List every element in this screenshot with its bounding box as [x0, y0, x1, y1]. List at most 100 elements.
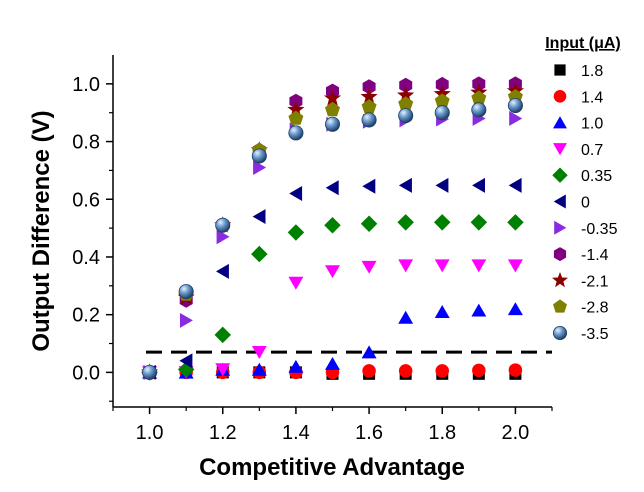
data-point — [179, 353, 193, 369]
data-point — [398, 310, 414, 324]
y-tick-label: 0.0 — [72, 362, 100, 384]
data-point — [216, 229, 230, 245]
x-tick-label: 1.8 — [428, 422, 456, 444]
data-point — [252, 209, 266, 224]
data-point — [215, 363, 231, 377]
data-point — [324, 217, 341, 234]
data-point — [325, 265, 340, 279]
data-point — [142, 364, 158, 380]
legend-title: Input (μA) — [545, 35, 621, 52]
x-ticks: 1.0 1.2 1.4 1.6 1.8 2.0 — [112, 407, 553, 444]
data-point — [360, 87, 378, 105]
data-point — [215, 217, 231, 233]
x-tick-label: 1.2 — [209, 422, 237, 444]
data-point — [398, 177, 412, 193]
legend-marker — [552, 272, 568, 288]
data-point — [324, 116, 341, 132]
data-point — [398, 108, 414, 124]
data-point — [288, 110, 304, 125]
data-point — [288, 125, 304, 141]
data-point — [507, 302, 523, 316]
legend-label: 0 — [581, 195, 590, 212]
data-point — [251, 245, 268, 263]
legend-marker — [553, 116, 567, 129]
legend-label: -0.35 — [581, 221, 618, 238]
legend-label: 0.35 — [581, 168, 612, 185]
data-point — [397, 86, 415, 103]
legend-label: 1.0 — [581, 116, 603, 133]
y-tick-label: 1.0 — [72, 74, 100, 96]
data-point — [434, 259, 450, 273]
data-point — [434, 305, 450, 318]
data-point — [288, 276, 304, 290]
legend-marker — [553, 299, 567, 313]
data-point — [509, 111, 523, 126]
data-point — [323, 89, 342, 106]
legend-label: -3.5 — [581, 326, 609, 343]
data-point — [471, 90, 487, 105]
legend-marker — [552, 167, 568, 183]
x-tick-label: 1.0 — [136, 422, 164, 444]
data-point — [508, 177, 522, 193]
legend: Input (μA) 1.81.41.00.70.350-0.35-1.4-2.… — [545, 35, 621, 343]
data-point — [362, 364, 376, 378]
data-points — [141, 76, 524, 381]
legend-marker — [553, 143, 567, 156]
legend-marker — [554, 64, 566, 76]
data-point — [361, 112, 377, 128]
data-point — [325, 357, 340, 370]
data-point — [507, 97, 523, 114]
data-point — [216, 263, 229, 279]
data-point — [361, 345, 377, 359]
data-point — [214, 326, 231, 344]
data-point — [398, 364, 413, 378]
legend-marker — [553, 90, 567, 103]
x-tick-label: 1.4 — [282, 422, 310, 444]
data-point — [434, 214, 451, 231]
data-point — [398, 259, 414, 273]
data-point — [434, 105, 450, 121]
data-point — [325, 101, 340, 117]
data-point — [433, 85, 451, 102]
x-tick-label: 2.0 — [502, 422, 530, 444]
data-point — [472, 177, 485, 193]
data-point — [361, 99, 377, 114]
legend-label: -2.8 — [581, 300, 609, 317]
legend-marker — [554, 220, 567, 235]
legend-marker — [552, 325, 568, 341]
data-point — [178, 284, 194, 300]
data-point — [287, 100, 305, 118]
data-point — [399, 77, 413, 93]
y-tick-label: 0.8 — [72, 132, 100, 154]
data-point — [508, 363, 523, 377]
data-point — [362, 79, 376, 95]
y-axis-label: Output Difference (V) — [28, 110, 55, 351]
y-tick-label: 0.6 — [72, 189, 100, 211]
data-point — [253, 160, 267, 175]
data-point — [470, 214, 488, 231]
data-point — [435, 76, 449, 92]
data-point — [472, 363, 486, 378]
data-point — [362, 178, 376, 194]
data-point — [398, 96, 414, 111]
data-point — [288, 359, 304, 373]
data-point — [471, 303, 487, 317]
data-point — [251, 346, 267, 359]
data-point — [471, 259, 487, 273]
data-point — [397, 214, 414, 231]
data-point — [507, 259, 523, 273]
data-point — [435, 364, 449, 378]
data-point — [251, 362, 267, 376]
data-point — [435, 177, 449, 193]
x-tick-label: 1.6 — [355, 422, 383, 444]
legend-label: -1.4 — [581, 247, 609, 264]
data-point — [360, 215, 378, 232]
data-point — [507, 214, 524, 231]
legend-label: -2.1 — [581, 273, 609, 290]
legend-marker — [553, 247, 567, 262]
data-point — [325, 180, 339, 196]
y-tick-label: 0.2 — [72, 305, 100, 327]
data-point — [251, 148, 267, 164]
data-point — [434, 93, 450, 108]
